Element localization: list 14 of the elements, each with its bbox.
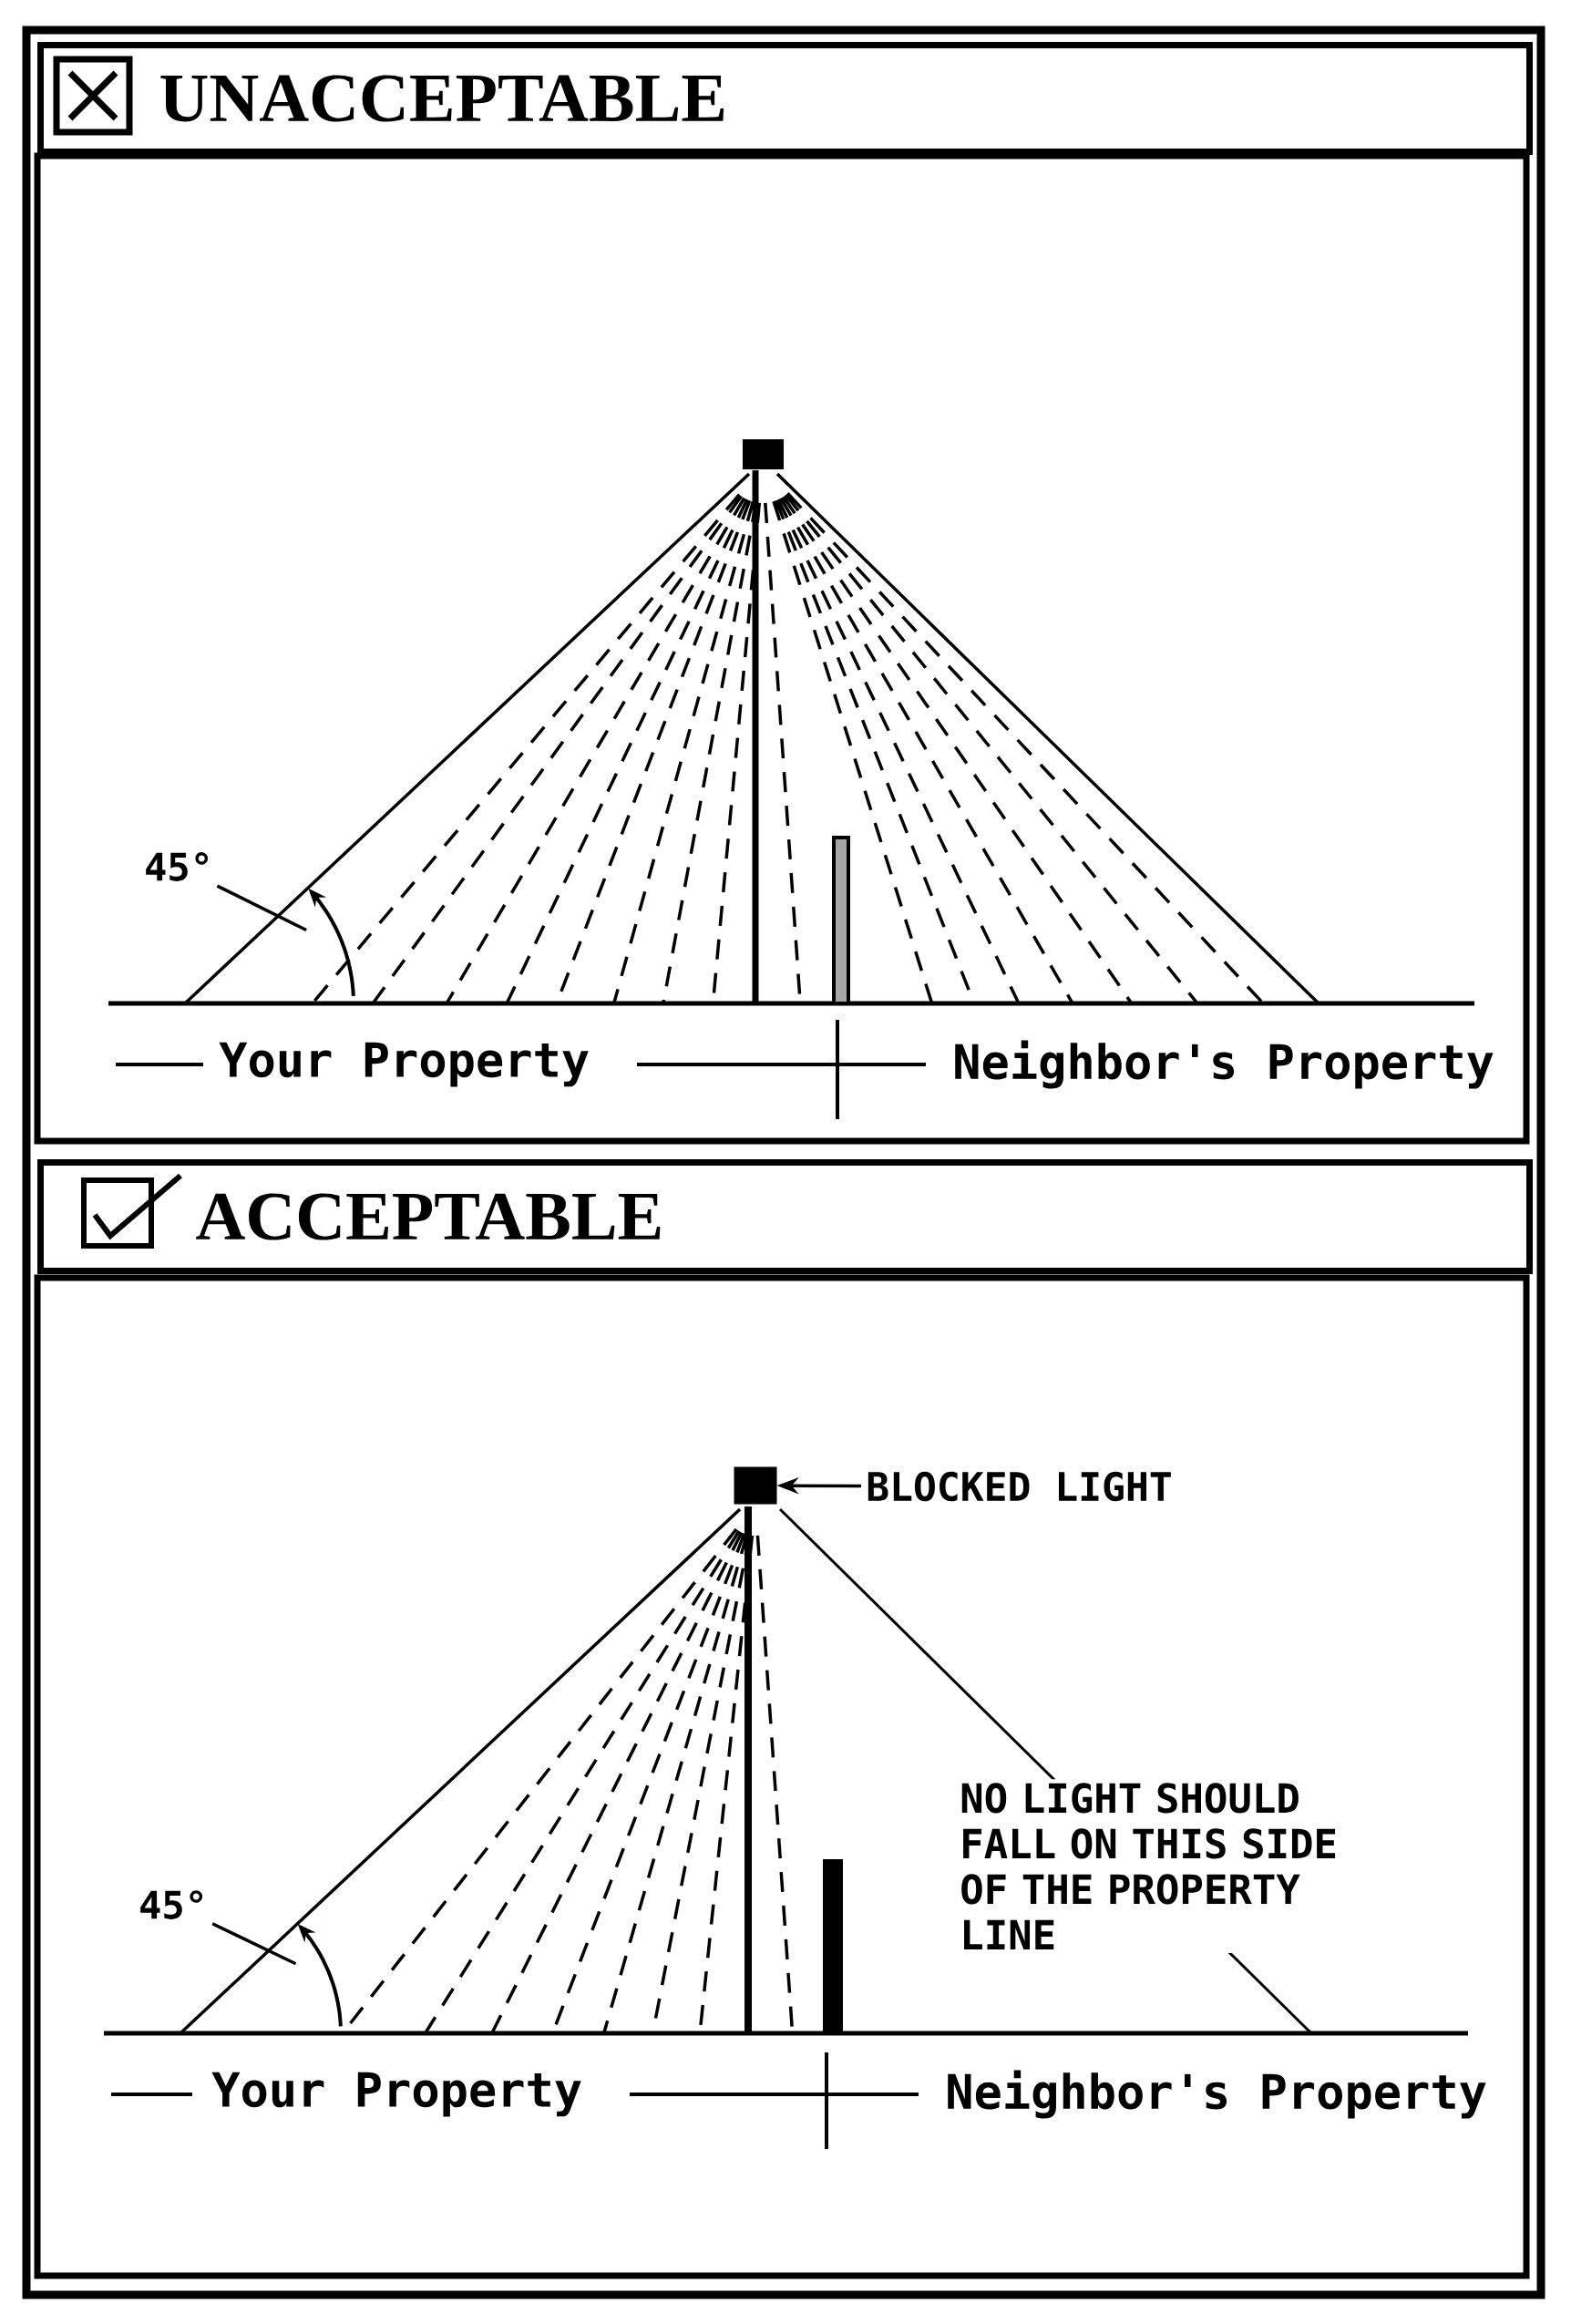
note-text: NO LIGHT SHOULD FALL ON THIS SIDE OF THE PROPERTY LINE bbox=[956, 1779, 1385, 1953]
property-label: Neighbor's Property bbox=[948, 2070, 1486, 2119]
angle-label: 45° bbox=[146, 852, 209, 881]
header-band: UNACCEPTABLE bbox=[37, 42, 1533, 155]
leader-line bbox=[216, 884, 307, 932]
leader-line bbox=[211, 1922, 297, 1966]
lamp-fixture bbox=[734, 1466, 777, 1505]
lamp-fixture bbox=[743, 439, 784, 469]
property-label: Neighbor's Property bbox=[955, 1040, 1494, 1089]
header-band: ACCEPTABLE bbox=[37, 1159, 1533, 1274]
property-label: Your Property bbox=[211, 2072, 581, 2117]
callout-label: BLOCKED LIGHT bbox=[868, 1471, 1171, 1502]
angle-label: 45° bbox=[140, 1890, 203, 1919]
property-label: Your Property bbox=[219, 1042, 589, 1087]
